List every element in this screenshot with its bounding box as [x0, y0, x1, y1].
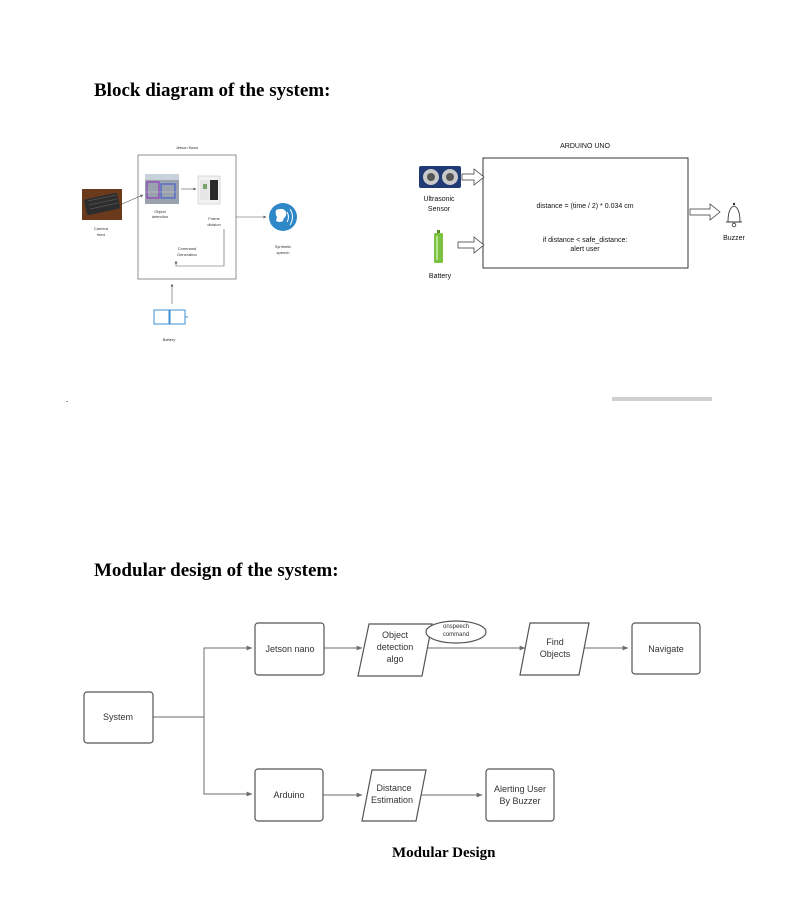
right-battery-label: Battery: [429, 273, 452, 280]
frame-division-label-2: division: [207, 222, 220, 227]
synthetic-speech-label-1: Synthetic: [275, 244, 291, 249]
camera-label-1: Camera: [94, 226, 109, 231]
object-detection-label-1: Object: [154, 209, 166, 214]
scan-artifact: [612, 397, 712, 401]
system-to-jetson-connector: [153, 645, 253, 718]
onspeech-line-1: onspeech: [443, 624, 469, 630]
arduino-title: ARDUINO UNO: [560, 143, 610, 150]
distance-estimation-line-1: Distance: [376, 783, 411, 793]
ultrasonic-label-2: Sensor: [428, 206, 451, 213]
green-battery-icon: [434, 230, 443, 263]
object-detection-label-2: detection: [152, 214, 168, 219]
modular-design-heading: Modular design of the system:: [94, 560, 339, 581]
distance-estimation-line-2: Estimation: [371, 795, 413, 805]
onspeech-line-2: command: [443, 632, 469, 638]
scan-dot: [66, 401, 68, 402]
condition-line-2: alert user: [570, 246, 600, 253]
left-battery-label: Battery: [163, 337, 176, 342]
battery-icon: [153, 309, 188, 325]
bell-icon: [726, 202, 742, 228]
jetson-nano-node: [254, 622, 325, 676]
arduino-node: [254, 768, 324, 822]
system-to-arduino-connector: [203, 717, 253, 797]
jetson-container-title: Jetson Nano: [176, 145, 199, 150]
find-objects-node: [519, 622, 590, 676]
frame-division-image: [197, 175, 221, 205]
system-label: System: [103, 712, 133, 722]
synthetic-speech-label-2: speech: [277, 250, 290, 255]
find-objects-line-2: Objects: [540, 649, 571, 659]
arduino-label: Arduino: [273, 790, 304, 800]
jetson-nano-label: Jetson nano: [265, 644, 314, 654]
arduino-to-buzzer-arrow: [689, 203, 721, 221]
command-generation-label-2: Generation: [177, 252, 197, 257]
battery-to-arduino-arrow: [457, 236, 485, 254]
frame-division-label-1: Frame: [208, 216, 220, 221]
camera-label-2: feed: [97, 232, 105, 237]
modular-design-diagram: System Jetson nano Object detection algo…: [83, 620, 701, 822]
block-diagram-heading: Block diagram of the system:: [94, 80, 331, 101]
speaker-icon: [269, 203, 297, 231]
object-detection-image: [145, 174, 179, 204]
object-detection-line-1: Object: [382, 630, 409, 640]
condition-line-1: if distance < safe_distance:: [543, 237, 628, 244]
onspeech-command-node: [425, 620, 487, 644]
ultrasonic-label-1: Ultrasonic: [423, 196, 455, 203]
alerting-line-2: By Buzzer: [499, 796, 540, 806]
alerting-line-1: Alerting User: [494, 784, 546, 794]
alerting-user-node: [485, 768, 555, 822]
sensor-to-arduino-arrow: [461, 168, 485, 186]
object-detection-line-2: detection: [377, 642, 414, 652]
object-detection-node: [357, 623, 433, 677]
navigate-label: Navigate: [648, 644, 684, 654]
command-generation-label-1: Command: [178, 246, 196, 251]
find-objects-line-1: Find: [546, 637, 564, 647]
system-node: [83, 691, 154, 744]
arduino-box: [482, 157, 689, 269]
camera-to-detection-arrow: [121, 194, 144, 205]
distance-formula: distance = (time / 2) * 0.034 cm: [536, 203, 633, 210]
buzzer-label: Buzzer: [723, 235, 745, 242]
object-detection-line-3: algo: [386, 654, 403, 664]
modular-design-caption: Modular Design: [392, 845, 496, 861]
camera-feed-image: [82, 189, 122, 220]
ultrasonic-sensor-icon: [419, 166, 461, 188]
navigate-node: [631, 622, 701, 675]
frame-to-command-arrow: [174, 229, 225, 267]
distance-estimation-node: [361, 769, 427, 822]
